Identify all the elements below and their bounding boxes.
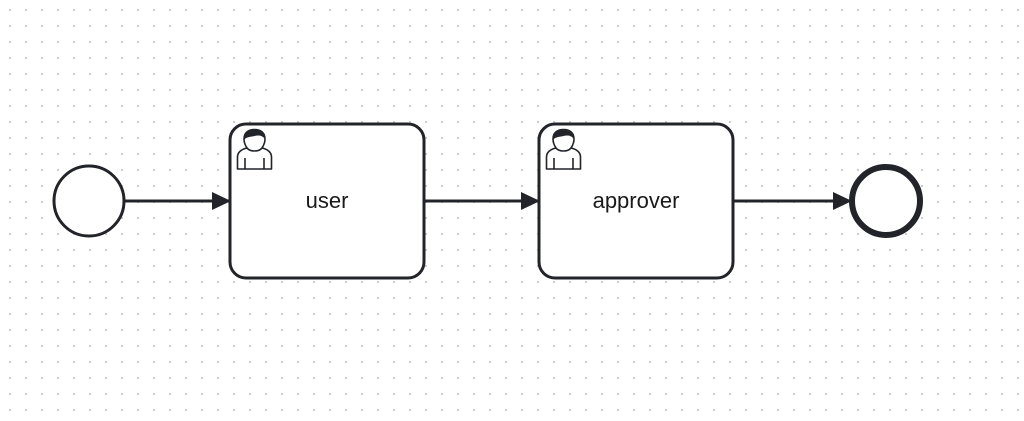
- user-icon: [545, 128, 582, 170]
- task-user[interactable]: user: [228, 122, 426, 280]
- task-approver[interactable]: approver: [537, 122, 735, 280]
- task-approver-label: approver: [593, 188, 680, 213]
- start-event[interactable]: [52, 164, 126, 238]
- end-event[interactable]: [849, 164, 923, 238]
- task-user-label: user: [306, 188, 349, 213]
- user-icon: [236, 128, 273, 170]
